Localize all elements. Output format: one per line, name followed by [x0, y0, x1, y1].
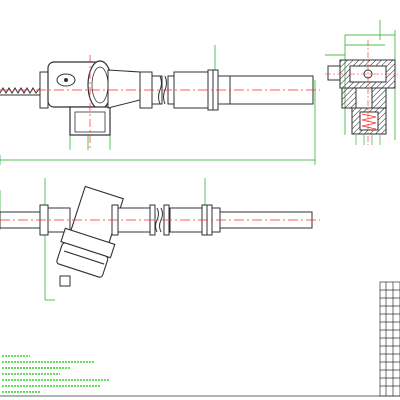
section-housing [327, 59, 396, 135]
front-rack [0, 87, 41, 96]
section-spring [361, 113, 377, 130]
front-gear-box [47, 60, 113, 136]
front-view [0, 45, 320, 165]
top-nozzle-tip [59, 275, 71, 287]
section-view [325, 20, 398, 145]
front-elbow [107, 69, 141, 109]
top-view [0, 178, 320, 301]
section-leaders [355, 135, 381, 145]
technical-notes [2, 355, 110, 393]
top-angled-nozzle [56, 185, 124, 278]
title-block [379, 281, 400, 397]
